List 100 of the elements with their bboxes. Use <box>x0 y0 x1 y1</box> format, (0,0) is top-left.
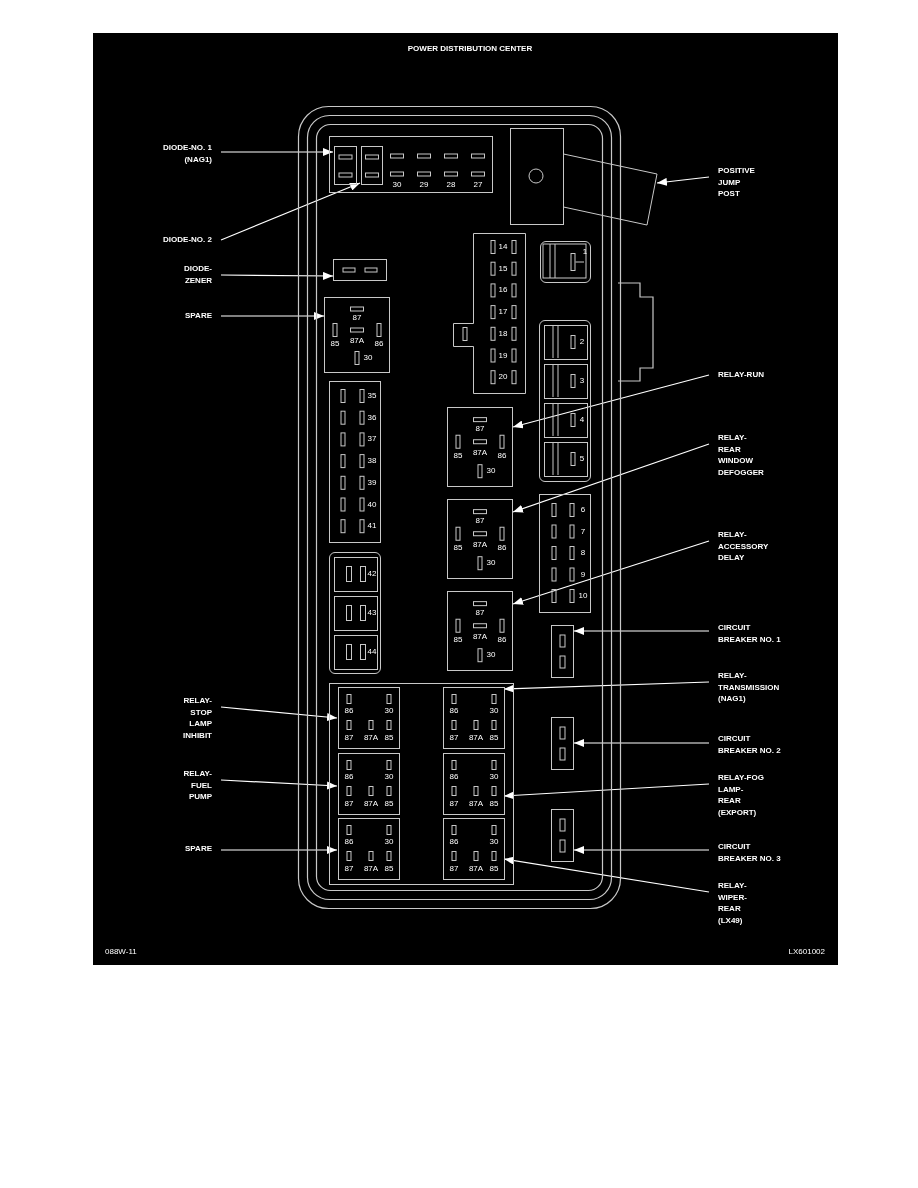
fuse-number: 42 <box>367 570 377 578</box>
pin-label: 85 <box>489 734 499 742</box>
relay-socket <box>447 499 513 579</box>
fuse-socket <box>544 325 588 360</box>
fuse-socket <box>334 557 378 592</box>
callout-label: DIODE- ZENER <box>176 263 221 286</box>
leader-arrow <box>512 540 710 605</box>
fuse-holder <box>329 552 381 674</box>
pin-label: 85 <box>384 800 394 808</box>
relay-socket <box>338 753 400 815</box>
pin-label: 86 <box>497 636 507 645</box>
pin-label: 86 <box>374 340 384 348</box>
fuse-number: 20 <box>498 373 508 382</box>
pin-label: 87 <box>475 609 485 618</box>
leader-arrow <box>220 846 338 854</box>
pin-label: 87 <box>449 865 459 873</box>
fuse-number: 28 <box>446 181 456 189</box>
leader-arrow <box>220 182 361 241</box>
pin-label: 87 <box>449 734 459 742</box>
fuse-number: 14 <box>498 243 508 251</box>
pin-label: 85 <box>489 800 499 808</box>
leader-arrow <box>573 846 710 854</box>
pin-label: 86 <box>449 773 459 781</box>
fuse-number: 4 <box>579 416 585 424</box>
callout-label: RELAY- STOP LAMP INHIBIT <box>176 695 221 741</box>
leader-arrow <box>512 443 710 513</box>
pin-label: 85 <box>384 734 394 742</box>
callout-label: RELAY-RUN <box>709 369 788 381</box>
callout-label: POSITIVE JUMP POST <box>709 165 760 200</box>
fuse-holder <box>539 320 591 482</box>
fuse-number: 2 <box>579 338 585 346</box>
pin-label: 85 <box>489 865 499 873</box>
relay-socket <box>447 407 513 487</box>
fuse-number: 29 <box>419 181 429 189</box>
pin-label: 87A <box>349 337 365 345</box>
pin-label: 87A <box>363 800 379 808</box>
fuse-number: 36 <box>367 413 377 422</box>
leader-arrow <box>503 783 710 800</box>
pin-label: 30 <box>486 651 496 660</box>
diode-socket <box>333 259 387 281</box>
fuse-socket <box>334 596 378 631</box>
fuse-number: 19 <box>498 351 508 360</box>
fuse-number: 40 <box>367 500 377 509</box>
pin-label: 87 <box>344 800 354 808</box>
figure-code: 088W-11 <box>105 947 137 956</box>
pin-label: 30 <box>384 838 394 846</box>
pin-label: 87A <box>468 865 484 873</box>
fuse-number: 10 <box>578 592 588 600</box>
pin-label: 86 <box>449 707 459 715</box>
fuse-number: 41 <box>367 522 377 531</box>
leader-arrow <box>220 148 334 156</box>
pin-label: 86 <box>344 707 354 715</box>
fuse-number: 18 <box>498 329 508 338</box>
pin-label: 30 <box>384 707 394 715</box>
pin-label: 87A <box>363 865 379 873</box>
fuse-socket <box>544 364 588 399</box>
leader-arrow <box>573 627 710 635</box>
fuse-number: 39 <box>367 478 377 487</box>
fuse-number: 7 <box>580 527 586 536</box>
leader-arrow <box>220 271 334 280</box>
relay-socket <box>447 591 513 671</box>
pin-label: 30 <box>489 707 499 715</box>
fuse-number: 27 <box>473 181 483 189</box>
fuse-number: 8 <box>580 549 586 557</box>
fuse-block <box>329 381 381 543</box>
diode-socket <box>361 146 383 185</box>
circuit-breaker-socket <box>551 809 574 862</box>
callout-label: CIRCUIT BREAKER NO. 3 <box>709 841 787 864</box>
pin-label: 87A <box>363 734 379 742</box>
fuse-number: 1 <box>582 248 588 256</box>
diagram-title: POWER DISTRIBUTION CENTER <box>406 43 534 55</box>
fuse-socket <box>334 635 378 670</box>
callout-label: RELAY- ACCESSORY DELAY <box>709 529 772 564</box>
fuse-socket <box>544 442 588 477</box>
relay-socket <box>324 297 390 373</box>
fuse-number: 9 <box>580 570 586 579</box>
pin-label: 85 <box>384 865 394 873</box>
pin-label: 87 <box>344 734 354 742</box>
pin-label: 86 <box>344 838 354 846</box>
circuit-breaker-socket <box>551 625 574 678</box>
pin-label: 87A <box>472 449 488 458</box>
pin-label: 87 <box>475 425 485 434</box>
callout-label: RELAY- WIPER- REAR (LX49) <box>709 880 754 926</box>
pin-label: 30 <box>486 559 496 568</box>
leader-arrow <box>503 681 710 693</box>
callout-label: DIODE-NO. 2 <box>142 234 221 246</box>
pin-label: 30 <box>363 354 373 362</box>
leader-arrow <box>656 176 710 186</box>
leader-arrow <box>220 779 338 790</box>
fuse-number: 3 <box>579 377 585 385</box>
pin-label: 87A <box>468 800 484 808</box>
pin-label: 30 <box>384 773 394 781</box>
callout-label: RELAY- REAR WINDOW DEFOGGER <box>709 432 768 478</box>
fuse-number: 17 <box>498 308 508 317</box>
pin-label: 30 <box>489 773 499 781</box>
fuse-socket <box>544 403 588 438</box>
callout-label: CIRCUIT BREAKER NO. 1 <box>709 622 787 645</box>
pin-label: 85 <box>453 452 463 461</box>
fuse-number: 16 <box>498 286 508 295</box>
fuse-number: 5 <box>579 455 585 463</box>
